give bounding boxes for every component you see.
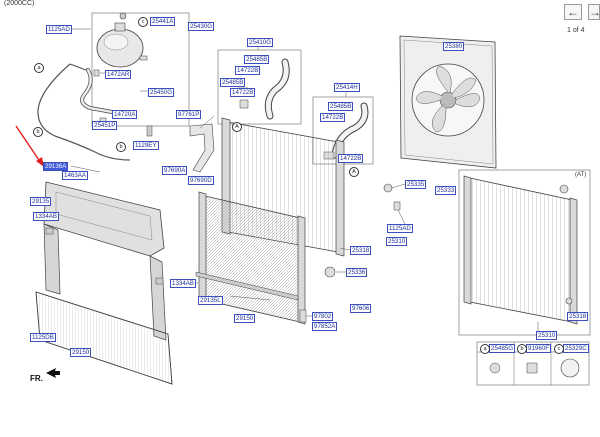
part-label-14722b-3[interactable]: 14722B [320, 113, 346, 122]
part-label-25335[interactable]: 25335 [405, 180, 427, 189]
part-label-1334ab-2[interactable]: 1334AB [170, 279, 197, 288]
part-label-1463aa[interactable]: 1463AA [62, 171, 89, 180]
condenser-lower-strip [195, 271, 299, 301]
callout-c: c [138, 17, 148, 27]
at-radiator [458, 169, 591, 336]
part-label-1129ey[interactable]: 1129EY [133, 141, 159, 150]
reservoir-cap [119, 12, 127, 20]
side-air-guard-right [149, 255, 167, 341]
upper-hose-group-frame [217, 49, 302, 125]
arrow-right-icon: → [589, 5, 600, 19]
part-label-97802[interactable]: 97802 [312, 312, 334, 321]
part-label-25410g[interactable]: 25410G [247, 38, 274, 47]
part-label-97852a[interactable]: 97852A [312, 322, 338, 331]
engine-label: (2000CC) [4, 0, 35, 7]
arrow-left-icon: ← [567, 5, 579, 19]
part-label-25430g[interactable]: 25430G [188, 22, 215, 31]
part-label-25380[interactable]: 25380 [443, 42, 465, 51]
part-label-97761p[interactable]: 97761P [176, 110, 202, 119]
part-label-1334ab-1[interactable]: 1334AB [33, 212, 60, 221]
part-label-29136a-highlighted[interactable]: 29136A [43, 162, 69, 171]
part-label-25450g[interactable]: 25450G [148, 88, 175, 97]
lower-air-guard [35, 291, 173, 385]
part-label-97606[interactable]: 97606 [350, 304, 372, 313]
callout-b-2: b [116, 142, 126, 152]
part-label-25485b-2[interactable]: 25485B [220, 78, 246, 87]
part-label-1125ad[interactable]: 1125AD [46, 25, 72, 34]
legend-box [476, 341, 590, 386]
part-label-25485b-3[interactable]: 25485B [328, 102, 354, 111]
part-label-25318-2[interactable]: 25318 [567, 312, 589, 321]
mount-insulator [324, 266, 336, 278]
part-label-1472ar[interactable]: 1472AR [105, 70, 132, 79]
page-indicator: 1 of 4 [567, 27, 585, 34]
front-arrow-icon [46, 368, 60, 378]
sensor-bracket [189, 123, 215, 173]
part-label-25414h[interactable]: 25414H [334, 83, 360, 92]
callout-b: b [33, 127, 43, 137]
reservoir-group-frame [91, 12, 190, 127]
red-pointer-arrow [15, 125, 42, 164]
part-label-25329c[interactable]: 25329C [563, 344, 589, 353]
legend-callout-c: c [554, 344, 564, 354]
overflow-hose [37, 63, 131, 161]
part-label-25310-1[interactable]: 25310 [386, 237, 408, 246]
part-label-25485b-1[interactable]: 25485B [244, 55, 270, 64]
part-label-25310-2[interactable]: 25310 [536, 331, 558, 340]
prev-page-button[interactable]: ← [564, 4, 582, 20]
part-label-14722b-1[interactable]: 14722B [235, 66, 261, 75]
part-label-25333[interactable]: 25333 [435, 186, 457, 195]
legend-callout-b: b [517, 344, 527, 354]
part-label-14720a[interactable]: 14720A [112, 110, 138, 119]
part-label-1125db[interactable]: 1125DB [30, 333, 56, 342]
legend-callout-a: a [480, 344, 490, 354]
part-label-29150-2[interactable]: 29150 [70, 348, 92, 357]
at-variant-label: (AT) [575, 172, 587, 178]
callout-A-2: A [349, 167, 359, 177]
part-label-29135[interactable]: 29135 [30, 197, 52, 206]
part-label-91960f[interactable]: 91960F [526, 344, 551, 353]
part-label-1125ad-2[interactable]: 1125AD [387, 224, 413, 233]
part-label-25336[interactable]: 25336 [346, 268, 368, 277]
part-label-29135l[interactable]: 29135L [198, 296, 223, 305]
part-label-25441a[interactable]: 25441A [150, 17, 176, 26]
front-direction-label: FR. [30, 374, 43, 383]
callout-A: A [232, 122, 242, 132]
callout-a: a [34, 63, 44, 73]
upper-air-guard [43, 181, 165, 257]
part-label-25451p[interactable]: 25451P [92, 121, 118, 130]
part-label-97690d[interactable]: 97690D [188, 176, 214, 185]
part-label-25318-1[interactable]: 25318 [350, 246, 372, 255]
part-label-97690a[interactable]: 97690A [162, 166, 188, 175]
part-label-14722b-2[interactable]: 14722B [230, 88, 256, 97]
reservoir-tank [96, 22, 148, 68]
fan-shroud-assembly [399, 35, 497, 169]
part-label-25485g[interactable]: 25485G [489, 344, 516, 353]
part-label-14722b-4[interactable]: 14722B [338, 154, 364, 163]
side-air-guard-left [43, 223, 61, 295]
part-label-29150-1[interactable]: 29150 [234, 314, 256, 323]
